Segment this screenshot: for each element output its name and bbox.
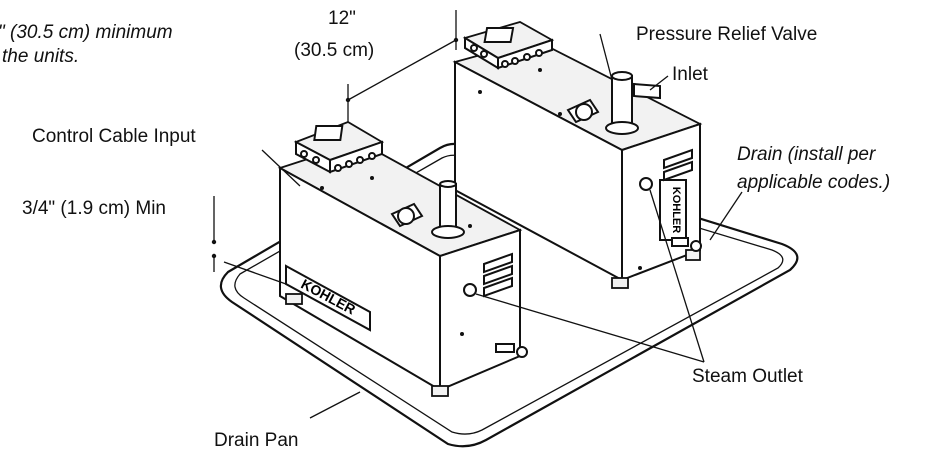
min-clearance-label: 3/4" (1.9 cm) Min (22, 198, 166, 219)
steam-outlet-port-back (639, 177, 653, 191)
drain-valve-back (671, 237, 702, 252)
leader-line (599, 33, 613, 81)
foot (431, 385, 449, 397)
clearance-dimension (211, 196, 217, 272)
leader-line (223, 261, 287, 285)
foot (611, 277, 629, 289)
kohler-logo-back: KOHLER (659, 179, 687, 241)
drain-label-line2: applicable codes.) (737, 172, 890, 193)
gap-label-top: 12" (328, 8, 356, 29)
leader-line (649, 189, 705, 363)
leader-line (709, 191, 743, 241)
drain-label-line1: Drain (install per (737, 144, 876, 165)
leader-line (475, 293, 705, 363)
control-box-front (293, 121, 385, 174)
steam-generator-front: KOHLER (277, 121, 528, 397)
inlet-label: Inlet (672, 64, 709, 85)
drain-valve-front (495, 343, 528, 358)
spacing-dimension (345, 10, 459, 122)
leader-line (649, 75, 669, 91)
steam-outlet-label: Steam Outlet (692, 366, 804, 387)
pressure-relief-valve-label: Pressure Relief Valve (636, 24, 817, 45)
leader-line (309, 391, 361, 419)
water-inlet (633, 82, 661, 100)
spacing-note-line2: the units. (2, 46, 79, 67)
leader-line (261, 149, 301, 187)
pressure-relief-valve (566, 71, 639, 135)
control-cable-input-label: Control Cable Input (32, 126, 196, 147)
steam-generator-back: KOHLER (452, 21, 703, 289)
pressure-relief-valve-front (390, 180, 465, 239)
vent-slots-back (663, 148, 693, 182)
drain-pan-label: Drain Pan (214, 430, 299, 451)
spacing-note-line1: " (30.5 cm) minimum (0, 22, 173, 43)
control-box-back (462, 21, 555, 70)
gap-label-bottom: (30.5 cm) (294, 40, 374, 61)
vent-slots-front (483, 252, 513, 298)
svg-text:KOHLER: KOHLER (670, 187, 682, 234)
steam-outlet-port-front (463, 283, 477, 297)
foot (285, 293, 303, 305)
